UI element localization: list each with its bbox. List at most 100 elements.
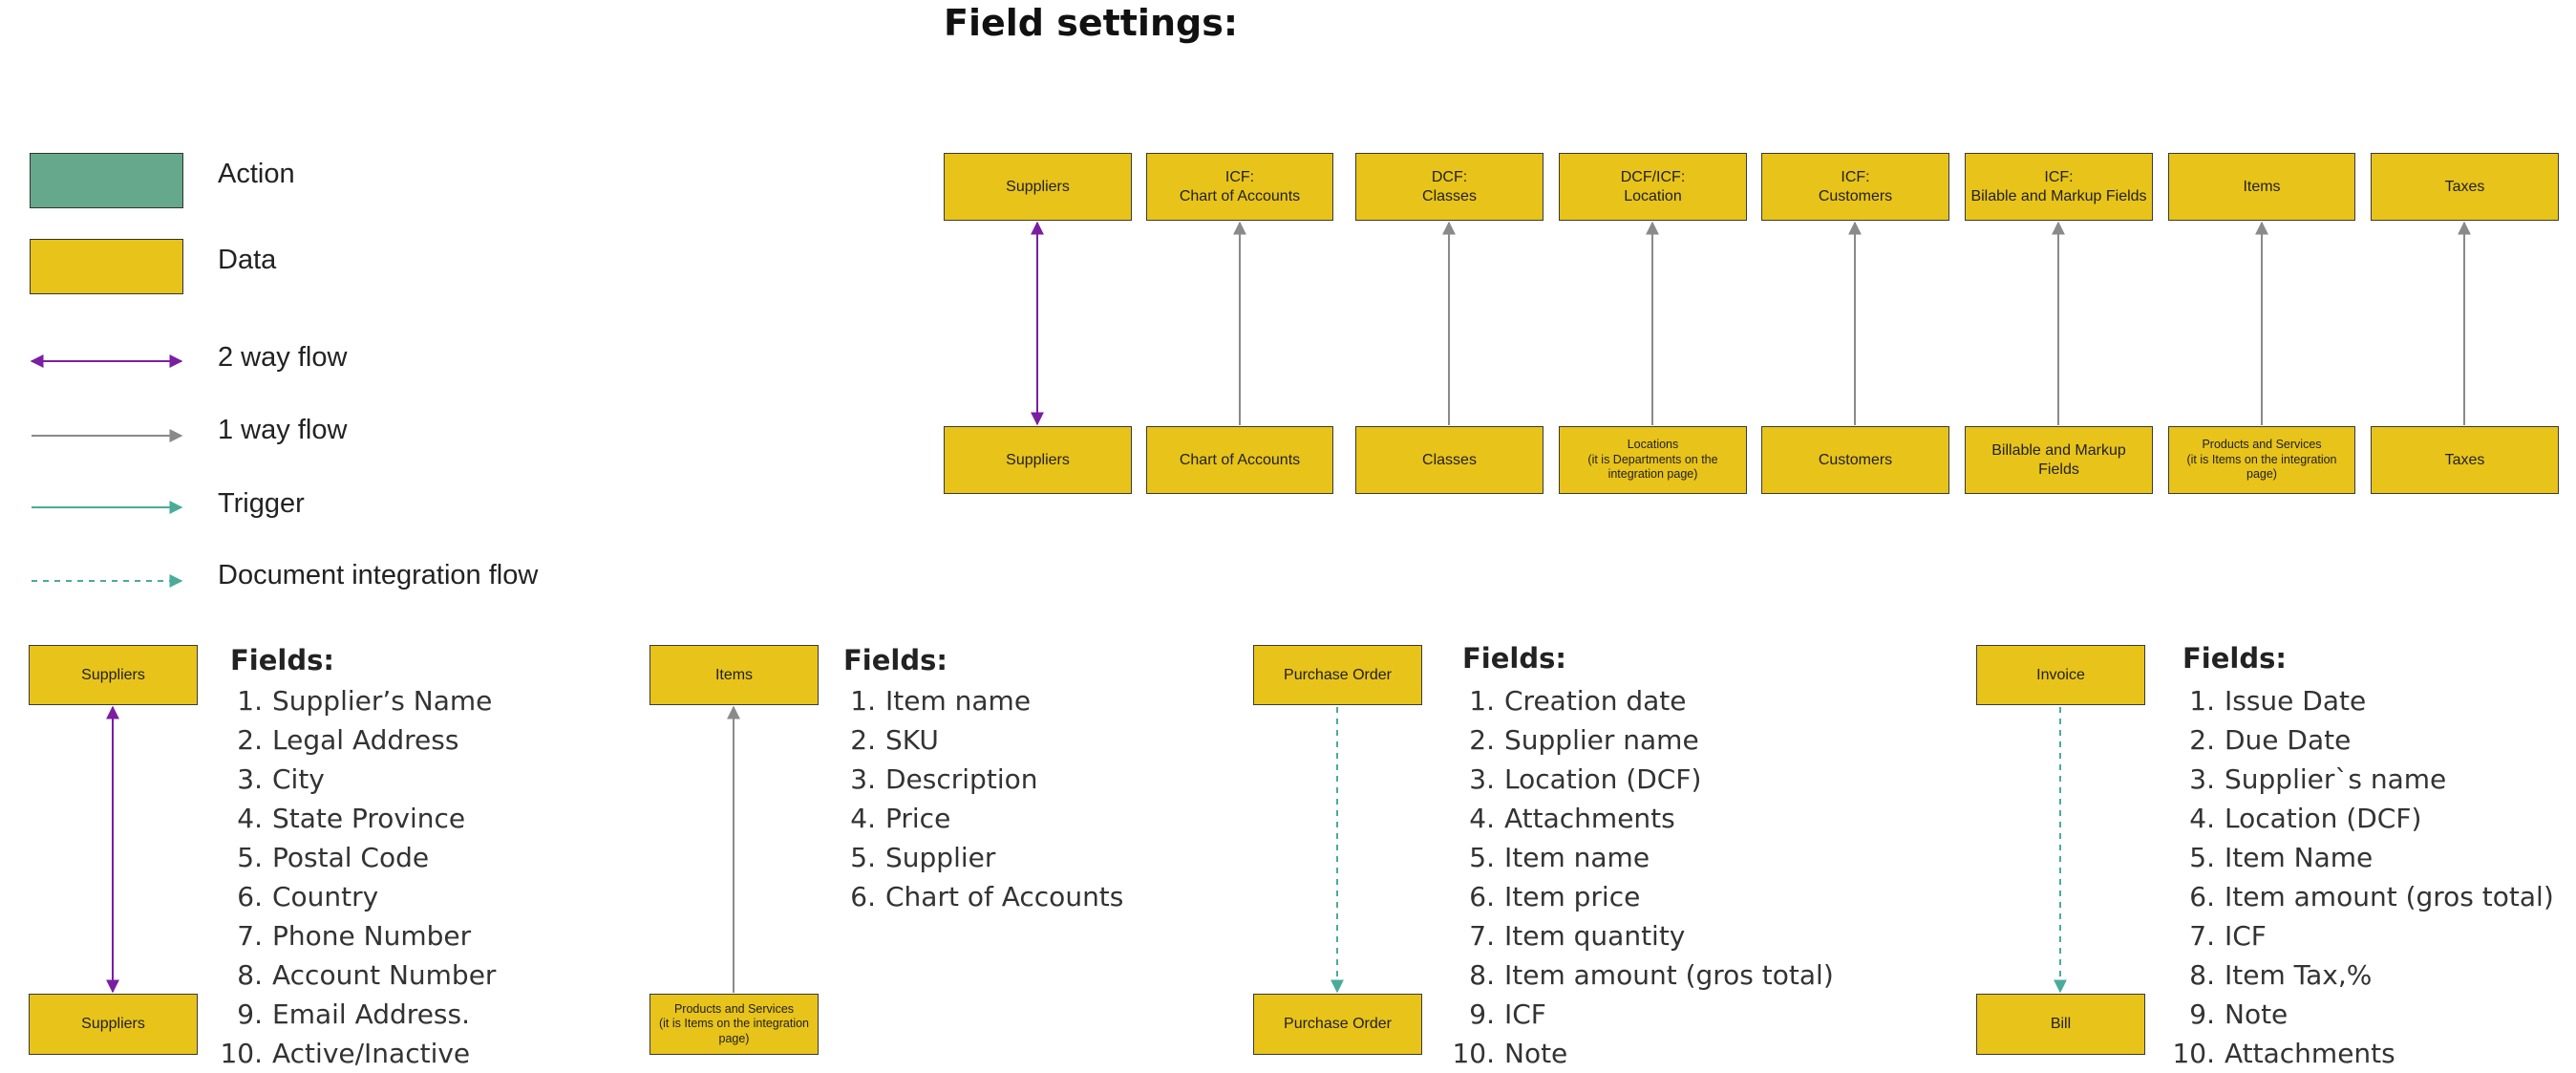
legend-action-label: Action [218, 159, 295, 189]
field-item: 10. Active/Inactive [215, 1034, 496, 1073]
field-text: Note [2225, 998, 2289, 1030]
mapping-taxes-target-box: Taxes [2371, 426, 2559, 494]
field-item: 5.Postal Code [215, 838, 496, 877]
field-number: 1. [237, 685, 263, 717]
field-number: 4. [1469, 803, 1495, 834]
field-item: 1. Issue Date [2167, 681, 2554, 720]
field-item: 1. Creation date [1447, 681, 1834, 720]
mapping-location-source-box: DCF/ICF: Location [1559, 153, 1747, 221]
field-item: 2.Legal Address [215, 720, 496, 760]
field-text: Location (DCF) [2225, 803, 2422, 834]
field-item: 2. Due Date [2167, 720, 2554, 760]
field-number: 8. [2189, 959, 2215, 991]
field-item: 8.Item amount (gros total) [1447, 955, 1833, 995]
field-number: 2. [237, 724, 263, 756]
field-text: Creation date [1504, 685, 1687, 717]
field-text: Price [885, 803, 951, 834]
field-text: Supplier name [1504, 724, 1699, 756]
field-number: 2. [2189, 724, 2215, 756]
field-number: 10. [1452, 1038, 1495, 1069]
group-purchase-order-bottom-box: Purchase Order [1253, 994, 1422, 1055]
field-item: 2. Supplier name [1447, 720, 1834, 760]
group-invoice-top-box: Invoice [1976, 645, 2145, 705]
field-number: 4. [2189, 803, 2215, 834]
field-number: 9. [2189, 998, 2215, 1030]
field-text: Description [885, 763, 1038, 795]
mapping-products-services-target-box: Products and Services (it is Items on th… [2168, 426, 2355, 494]
field-item: 6. Item price [1447, 877, 1834, 916]
field-item: 3. Description [828, 760, 1123, 799]
field-item: 7.Phone Number [215, 916, 496, 955]
field-text: Chart of Accounts [885, 881, 1124, 912]
field-item: 1. Item name [828, 681, 1123, 720]
field-text: Item quantity [1504, 920, 1686, 952]
mapping-chart-of-accounts-source-box: ICF: Chart of Accounts [1146, 153, 1333, 221]
mapping-billable-markup-source-box: ICF: Bilable and Markup Fields [1965, 153, 2153, 221]
field-item: 7.Item quantity [1447, 916, 1834, 955]
field-item: 9.Email Address. [215, 995, 496, 1034]
field-text: Active/Inactive [272, 1038, 471, 1069]
field-number: 8. [1469, 959, 1495, 991]
field-number: 6. [850, 881, 876, 912]
field-item: 6.Country [215, 877, 496, 916]
mapping-items-source-box: Items [2168, 153, 2355, 221]
field-text: ICF [1504, 998, 1546, 1030]
field-number: 2. [1469, 724, 1495, 756]
field-number: 10. [220, 1038, 263, 1069]
field-item: 4. Location (DCF) [2167, 799, 2554, 838]
field-item: 3.Supplier`s name [2167, 760, 2554, 799]
field-text: Item Name [2225, 842, 2374, 873]
field-text: Note [1504, 1038, 1568, 1069]
field-text: City [272, 763, 325, 795]
field-item: 10.Attachments [2167, 1034, 2554, 1073]
legend-one-way-flow-label: 1 way flow [218, 415, 348, 445]
field-item: 7.ICF [2167, 916, 2554, 955]
field-text: Account Number [272, 959, 497, 991]
group-suppliers-fields-heading: Fields: [230, 644, 334, 676]
field-text: Issue Date [2225, 685, 2367, 717]
group-purchase-order-top-box: Purchase Order [1253, 645, 1422, 705]
mapping-classes-source-box: DCF: Classes [1355, 153, 1543, 221]
field-number: 1. [1469, 685, 1495, 717]
field-item: 8.Account Number [215, 955, 496, 995]
group-products-services-bottom-box: Products and Services (it is Items on th… [649, 994, 819, 1055]
field-number: 1. [850, 685, 876, 717]
field-number: 10. [2172, 1038, 2215, 1069]
field-text: Supplier [885, 842, 996, 873]
field-item: 4.Price [828, 799, 1123, 838]
mapping-classes-target-box: Classes [1355, 426, 1543, 494]
field-text: Item Tax,% [2225, 959, 2373, 991]
field-text: Item price [1504, 881, 1641, 912]
field-item: 8. Item Tax,% [2167, 955, 2554, 995]
field-number: 6. [2189, 881, 2215, 912]
field-item: 10. Note [1447, 1034, 1834, 1073]
legend-document-integration-flow-label: Document integration flow [218, 560, 539, 590]
field-number: 7. [237, 920, 263, 952]
mapping-customers-source-box: ICF: Customers [1761, 153, 1949, 221]
group-suppliers-top-box: Suppliers [29, 645, 198, 705]
field-number: 3. [2189, 763, 2215, 795]
field-text: State Province [272, 803, 466, 834]
field-number: 3. [1469, 763, 1495, 795]
group-suppliers-bottom-box: Suppliers [29, 994, 198, 1055]
field-item: 5.Item name [1447, 838, 1834, 877]
mapping-chart-of-accounts-target-box: Chart of Accounts [1146, 426, 1333, 494]
field-text: Due Date [2225, 724, 2352, 756]
group-items-fields-heading: Fields: [843, 644, 947, 676]
field-number: 2. [850, 724, 876, 756]
field-text: Item name [1504, 842, 1650, 873]
field-number: 5. [237, 842, 263, 873]
field-number: 1. [2189, 685, 2215, 717]
field-text: Item name [885, 685, 1032, 717]
field-item: 5.Item Name [2167, 838, 2554, 877]
field-item: 5.Supplier [828, 838, 1123, 877]
field-item: 9. Note [2167, 995, 2554, 1034]
mapping-suppliers-source-box: Suppliers [944, 153, 1132, 221]
legend-data-swatch [30, 239, 183, 294]
field-text: ICF [2225, 920, 2267, 952]
field-number: 3. [850, 763, 876, 795]
legend-action-swatch [30, 153, 183, 208]
field-number: 6. [1469, 881, 1495, 912]
